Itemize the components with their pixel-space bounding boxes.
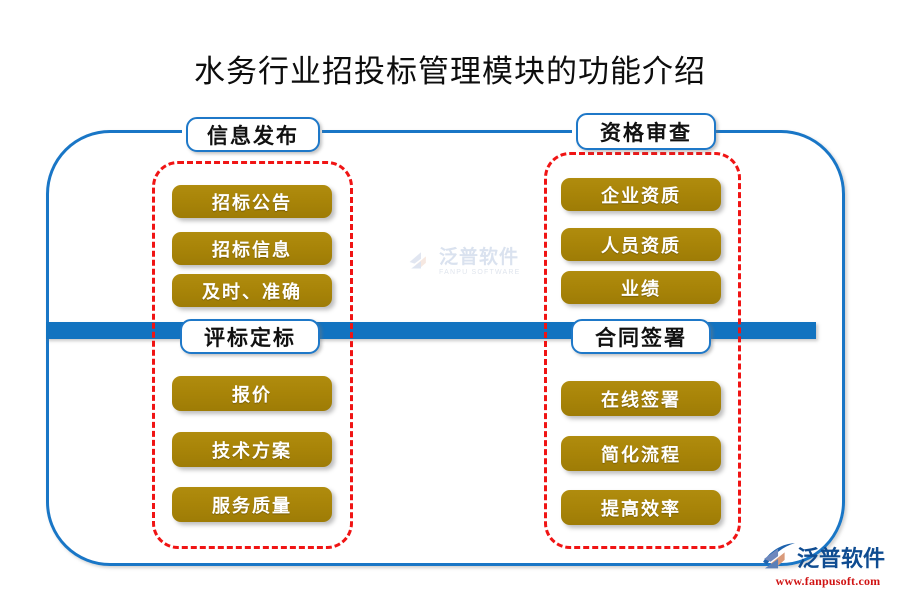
- fanpu-brand-icon: [762, 542, 795, 571]
- item-right-top-3[interactable]: 业绩: [561, 271, 721, 304]
- header-bid-evaluation[interactable]: 评标定标: [180, 319, 320, 354]
- header-contract-signing[interactable]: 合同签署: [571, 319, 711, 354]
- brand-logo: 泛普软件 www.fanpusoft.com: [762, 540, 894, 592]
- item-right-top-2[interactable]: 人员资质: [561, 228, 721, 261]
- item-left-top-3[interactable]: 及时、准确: [172, 274, 332, 307]
- header-qualification-review[interactable]: 资格审查: [576, 113, 716, 150]
- item-right-top-1[interactable]: 企业资质: [561, 178, 721, 211]
- item-left-bottom-2[interactable]: 技术方案: [172, 432, 332, 467]
- outer-frame: [46, 130, 845, 566]
- item-right-bottom-3[interactable]: 提高效率: [561, 490, 721, 525]
- item-left-bottom-1[interactable]: 报价: [172, 376, 332, 411]
- header-info-release[interactable]: 信息发布: [186, 117, 320, 152]
- item-left-top-1[interactable]: 招标公告: [172, 185, 332, 218]
- dashed-group-right: [544, 152, 741, 549]
- item-left-top-2[interactable]: 招标信息: [172, 232, 332, 265]
- item-right-bottom-2[interactable]: 简化流程: [561, 436, 721, 471]
- item-left-bottom-3[interactable]: 服务质量: [172, 487, 332, 522]
- brand-logo-cn: 泛普软件: [797, 545, 886, 571]
- brand-logo-url: www.fanpusoft.com: [775, 574, 881, 588]
- dashed-group-left: [152, 161, 353, 549]
- page-title: 水务行业招投标管理模块的功能介绍: [194, 54, 706, 89]
- item-right-bottom-1[interactable]: 在线签署: [561, 381, 721, 416]
